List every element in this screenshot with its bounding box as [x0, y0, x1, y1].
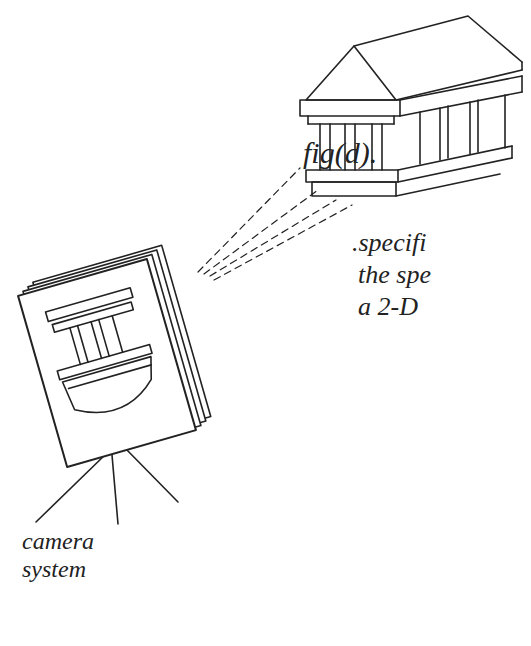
note-text: the spe	[358, 260, 431, 290]
tripod	[36, 448, 178, 524]
note-text: a 2-D	[358, 292, 418, 322]
building	[300, 16, 522, 196]
camera-frames	[16, 245, 214, 467]
note-text: .specifi	[352, 228, 426, 258]
projection-rays	[198, 168, 352, 280]
figure-label: fig(d).	[303, 136, 377, 171]
camera-label: camera system	[22, 528, 122, 583]
